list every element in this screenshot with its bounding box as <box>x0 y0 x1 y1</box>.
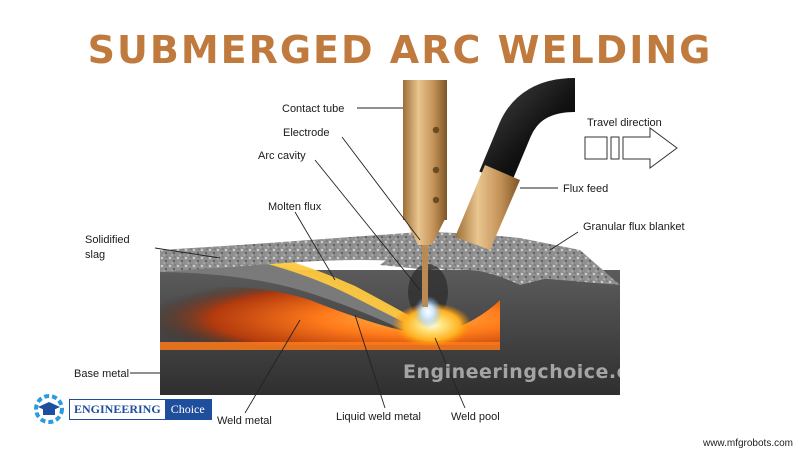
gear-graduation-cap-icon <box>34 394 64 424</box>
label-molten-flux: Molten flux <box>268 201 322 213</box>
label-contact-tube: Contact tube <box>282 103 344 115</box>
logo-word-engineering: ENGINEERING <box>70 399 165 419</box>
leader-arc-cavity <box>314 159 421 291</box>
leader-electrode <box>341 136 421 241</box>
contact-tube <box>403 80 447 220</box>
arc <box>414 296 442 328</box>
leader-granular-flux <box>549 231 579 251</box>
weld-fusion-line <box>160 342 500 350</box>
travel-direction-arrow <box>584 127 678 169</box>
site-credit: www.mfgrobots.com <box>702 438 793 449</box>
label-weld-metal: Weld metal <box>217 415 272 427</box>
tube-screw-3 <box>432 196 440 204</box>
tube-screw-1 <box>432 126 440 134</box>
flux-feed-nozzle <box>455 165 520 250</box>
label-weld-pool: Weld pool <box>451 411 500 423</box>
flux-feed-hose <box>479 78 576 185</box>
logo-wordmark: ENGINEERING Choice <box>69 398 212 420</box>
tube-screw-2 <box>432 166 440 174</box>
molten-flux-band <box>260 255 440 335</box>
label-granular-flux-blanket: Granular flux blanket <box>583 221 685 233</box>
label-solidified: Solidified <box>85 234 130 246</box>
label-arc-cavity: Arc cavity <box>258 150 306 162</box>
label-slag: slag <box>85 249 105 261</box>
leader-liquid-weld-metal <box>354 314 386 409</box>
solidified-slag <box>160 252 430 333</box>
engineering-choice-logo: ENGINEERING Choice <box>32 392 212 426</box>
label-flux-feed: Flux feed <box>563 183 608 195</box>
weld-metal <box>160 286 500 345</box>
diagram-title: SUBMERGED ARC WELDING <box>88 28 713 72</box>
label-travel-direction: Travel direction <box>587 117 662 129</box>
electrode-wire <box>422 245 428 307</box>
contact-tube-tip <box>403 215 447 245</box>
watermark: Engineeringchoice.com <box>403 361 662 383</box>
leader-molten-flux <box>294 211 336 281</box>
label-electrode: Electrode <box>283 127 329 139</box>
label-liquid-weld-metal: Liquid weld metal <box>336 411 421 423</box>
logo-word-choice: Choice <box>164 399 211 419</box>
leader-solidified-slag <box>154 247 221 259</box>
label-base-metal: Base metal <box>74 368 129 380</box>
leader-weld-pool <box>434 337 466 409</box>
leader-weld-metal <box>244 319 301 414</box>
